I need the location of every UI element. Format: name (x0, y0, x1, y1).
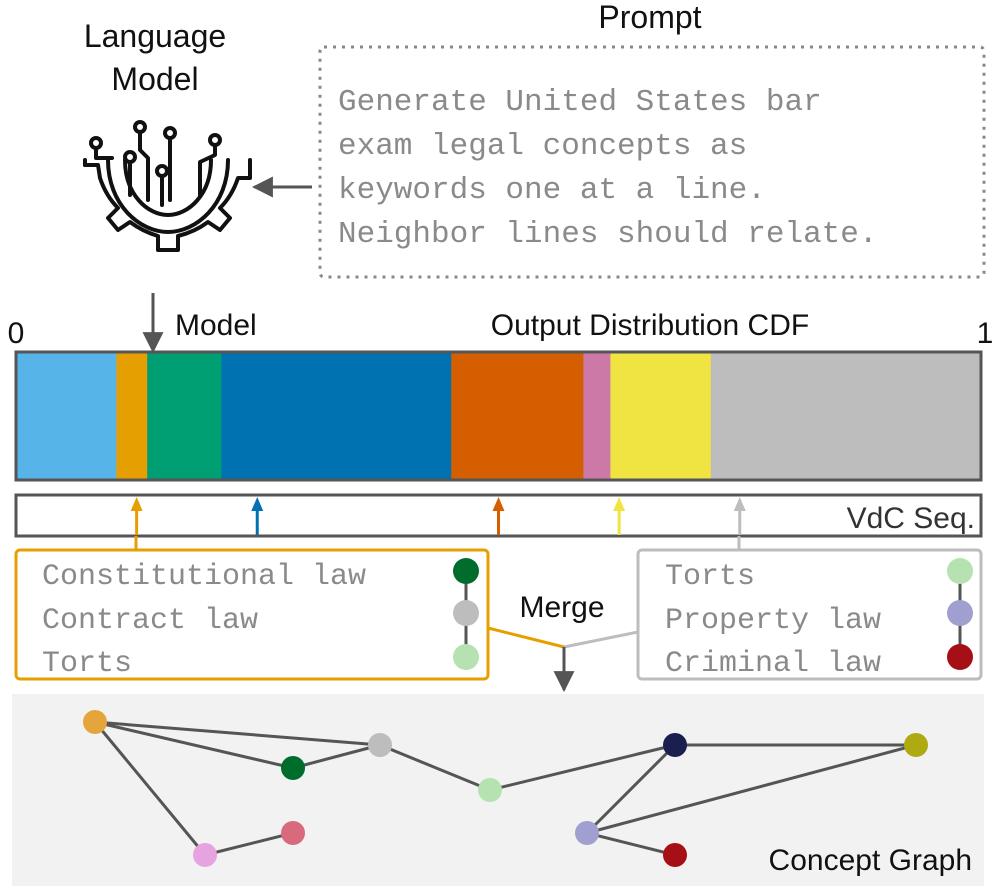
graph-edges (93, 720, 917, 857)
left-sample-item-3: Torts (42, 647, 132, 681)
prompt-box (318, 45, 986, 279)
right-sample-box (636, 548, 983, 681)
cdf-segment-7 (610, 352, 712, 480)
vdc-arrow-head-1 (130, 497, 143, 511)
vdc-label: VdC Seq. (847, 502, 975, 535)
graph-edge-1 (94, 720, 294, 770)
cdf-segment-6 (583, 352, 611, 480)
prompt-title: Prompt (598, 0, 701, 35)
cdf-segment-1 (16, 352, 117, 480)
model-label: Model (175, 309, 257, 342)
graph-edge-8 (585, 743, 677, 835)
cdf-bar (16, 352, 982, 480)
graph-node-7 (575, 821, 599, 845)
right-sample-item-3: Criminal law (665, 647, 881, 681)
vdc-arrow-head-5 (733, 497, 746, 511)
right-sample-dot-2 (947, 600, 973, 626)
graph-node-4 (193, 843, 217, 867)
left-sample-dot-3 (453, 644, 479, 670)
merge-label: Merge (519, 591, 604, 624)
vdc-arrows (130, 497, 746, 535)
prompt-line-4: Neighbor lines should relate. (338, 217, 878, 252)
graph-edge-7 (489, 743, 676, 792)
graph-edge-3 (93, 721, 207, 856)
right-sample-dot-3 (947, 644, 973, 670)
left-sample-item-1: Constitutional law (42, 560, 366, 594)
cdf-bar-border (14, 350, 983, 482)
left-sample-dot-2 (453, 600, 479, 626)
cdf-title: Output Distribution CDF (491, 309, 809, 342)
vdc-arrow-head-2 (251, 497, 264, 511)
merge-left-line (487, 626, 565, 649)
graph-node-10 (663, 843, 687, 867)
right-sample-item-2: Property law (665, 604, 881, 638)
right-sample-item-1: Torts (665, 560, 755, 594)
cdf-start-label: 0 (8, 317, 25, 350)
graph-nodes (83, 710, 928, 867)
language-model-icon (83, 120, 252, 252)
cdf-segment-2 (116, 352, 148, 480)
cdf-end-label: 1 (977, 317, 994, 350)
cdf-segment-8 (710, 352, 982, 480)
graph-node-3 (368, 733, 392, 757)
prompt-line-3: keywords one at a line. (338, 173, 766, 208)
graph-node-5 (281, 821, 305, 845)
cdf-segment-4 (221, 352, 452, 480)
vdc-arrow-head-3 (492, 497, 505, 511)
language-model-label-line2: Model (111, 61, 198, 97)
vdc-arrow-head-4 (613, 497, 626, 511)
left-sample-box (14, 548, 490, 681)
cdf-segment-5 (451, 352, 584, 480)
graph-edge-11 (586, 831, 676, 857)
graph-edge-10 (586, 743, 917, 835)
prompt-line-2: exam legal concepts as (338, 129, 747, 164)
graph-edge-2 (94, 720, 381, 747)
prompt-line-1: Generate United States bar (338, 85, 822, 120)
graph-edge-4 (292, 743, 381, 770)
merge-right-line (563, 630, 639, 649)
graph-node-1 (83, 710, 107, 734)
graph-node-9 (904, 733, 928, 757)
left-sample-item-2: Contract law (42, 604, 258, 638)
graph-node-6 (478, 778, 502, 802)
concept-graph-title: Concept Graph (769, 844, 972, 877)
language-model-label-line1: Language (84, 18, 226, 54)
cdf-segment-3 (147, 352, 223, 480)
right-sample-dot-1 (947, 558, 973, 584)
graph-edge-6 (379, 743, 491, 792)
graph-edge-5 (204, 831, 294, 857)
graph-node-2 (281, 756, 305, 780)
graph-node-8 (663, 733, 687, 757)
left-sample-dot-1 (453, 558, 479, 584)
